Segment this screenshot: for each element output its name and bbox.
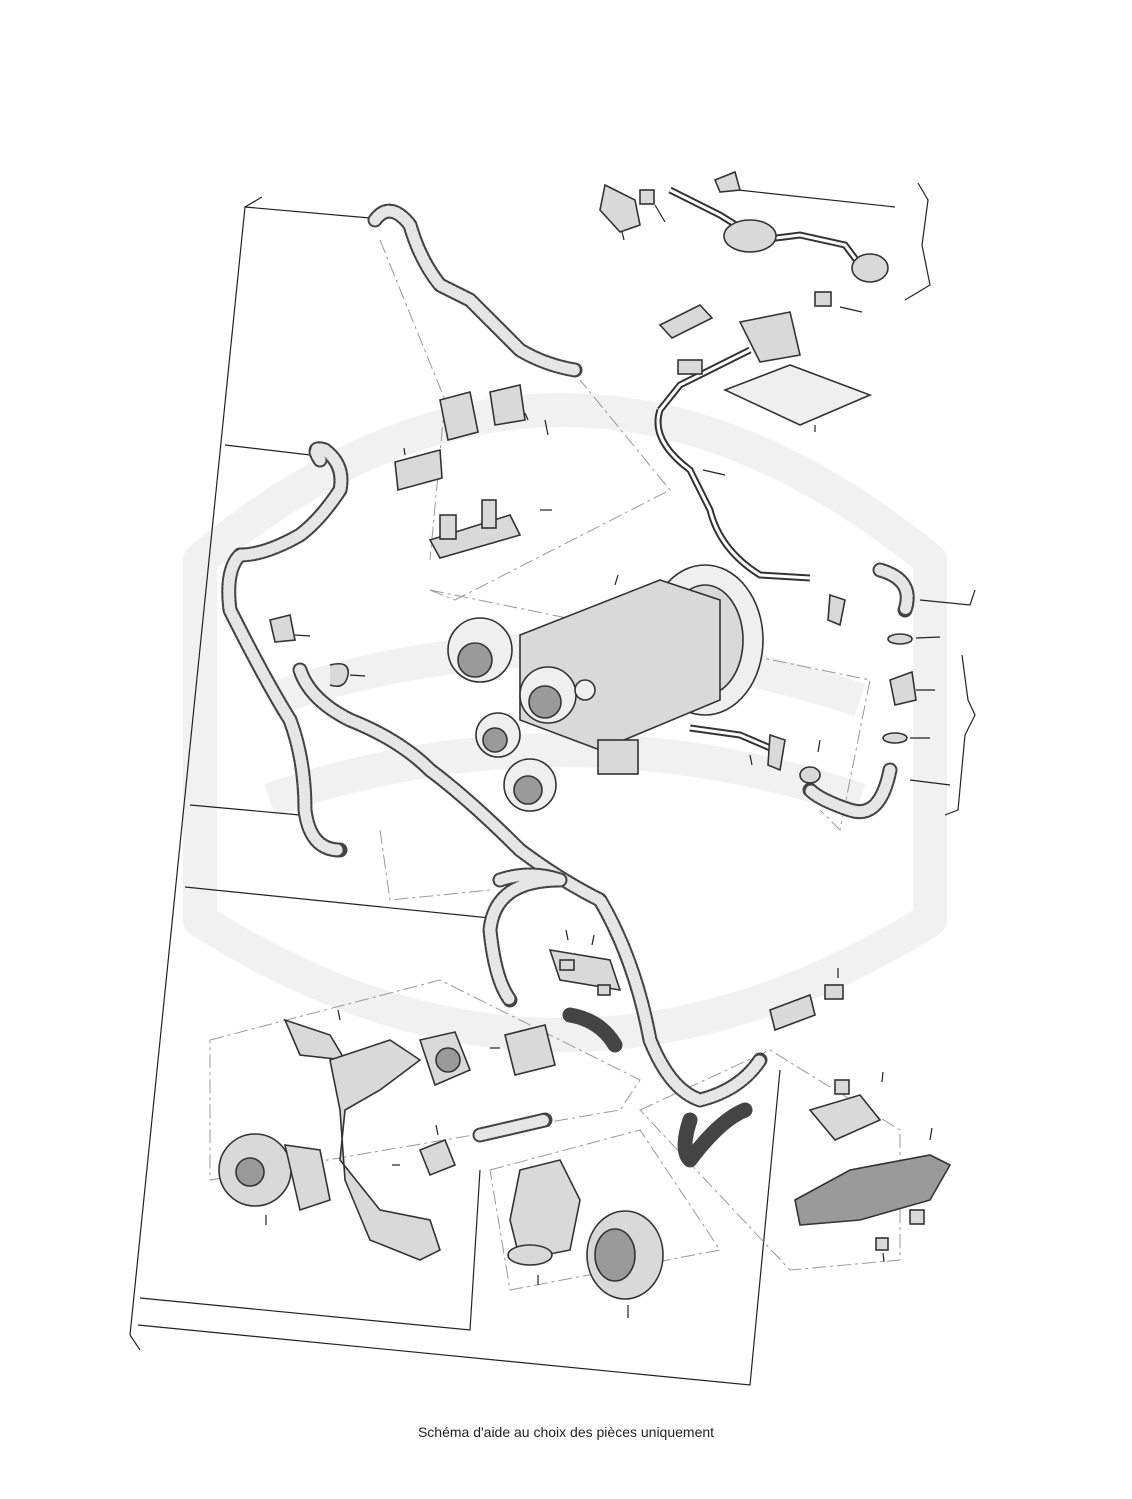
diagram-caption: Schéma d'aide au choix des pièces unique… bbox=[417, 1424, 715, 1440]
assembly-outline bbox=[129, 182, 976, 1386]
turbocharger bbox=[447, 564, 764, 812]
part-leaders bbox=[265, 204, 941, 1318]
middle-left-parts bbox=[269, 384, 526, 688]
hose-lines bbox=[221, 203, 915, 1168]
assembly-dash-lines bbox=[209, 239, 901, 1291]
metal-pipes bbox=[654, 186, 863, 754]
top-right-parts bbox=[599, 170, 917, 784]
lower-parts bbox=[218, 948, 952, 1300]
exploded-parts-diagram bbox=[129, 170, 976, 1386]
